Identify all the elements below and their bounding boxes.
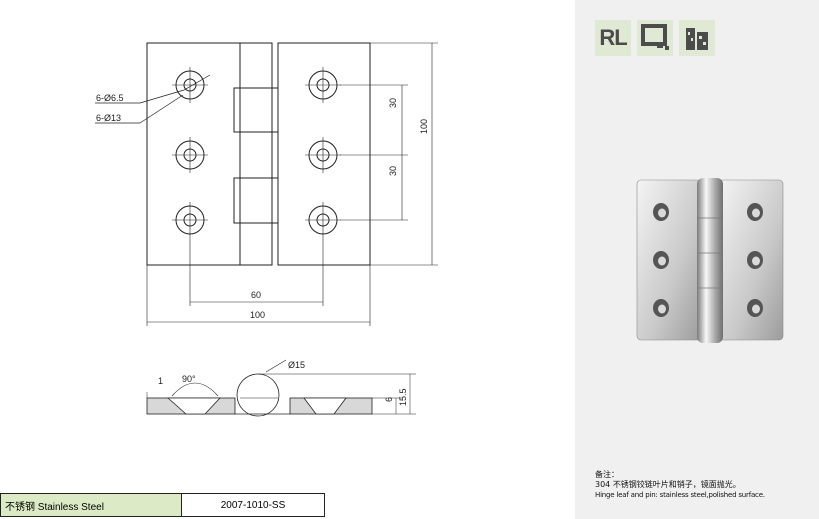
knuckle-segment-1 — [233, 87, 279, 133]
pitch-upper-dim: 30 — [388, 98, 398, 108]
technical-drawing: 6-Ø6.5 6-Ø13 30 30 100 60 100 — [95, 42, 438, 417]
notes-heading: 备注： — [595, 470, 619, 479]
total-depth-dim: 15.5 — [398, 388, 408, 406]
height-dim: 100 — [419, 119, 429, 134]
knuckle-segment-2 — [233, 177, 279, 224]
leaf-depth-dim: 6 — [384, 397, 394, 402]
info-panel: RL — [575, 0, 819, 519]
hole-small-callout: 6-Ø6.5 — [96, 93, 124, 103]
section-view — [146, 359, 416, 417]
hole-spacing-dim: 60 — [251, 290, 261, 300]
brand-logo: RL — [595, 20, 631, 56]
notes: 备注： 304 不锈钢铰链叶片和销子，镜面抛光。 Hinge leaf and … — [595, 470, 815, 500]
door-icon — [637, 20, 673, 56]
hinge-photo — [636, 178, 784, 343]
notes-line-en: Hinge leaf and pin: stainless steel,poli… — [595, 491, 765, 499]
material-cell: 不锈钢 Stainless Steel — [0, 493, 182, 517]
knuckle-diameter-dim: Ø15 — [288, 360, 305, 370]
building-icon — [679, 20, 715, 56]
width-dim: 100 — [250, 310, 265, 320]
product-code-cell: 2007-1010-SS — [181, 493, 325, 517]
left-leaf — [146, 42, 273, 266]
thickness-dim: 1 — [158, 376, 163, 386]
spec-table: 不锈钢 Stainless Steel 2007-1010-SS — [0, 493, 325, 517]
pitch-lower-dim: 30 — [388, 166, 398, 176]
angle-dim: 90° — [182, 374, 196, 384]
hole-large-callout: 6-Ø13 — [96, 113, 121, 123]
right-leaf — [277, 42, 371, 266]
notes-line-cn: 304 不锈钢铰链叶片和销子，镜面抛光。 — [595, 480, 741, 489]
